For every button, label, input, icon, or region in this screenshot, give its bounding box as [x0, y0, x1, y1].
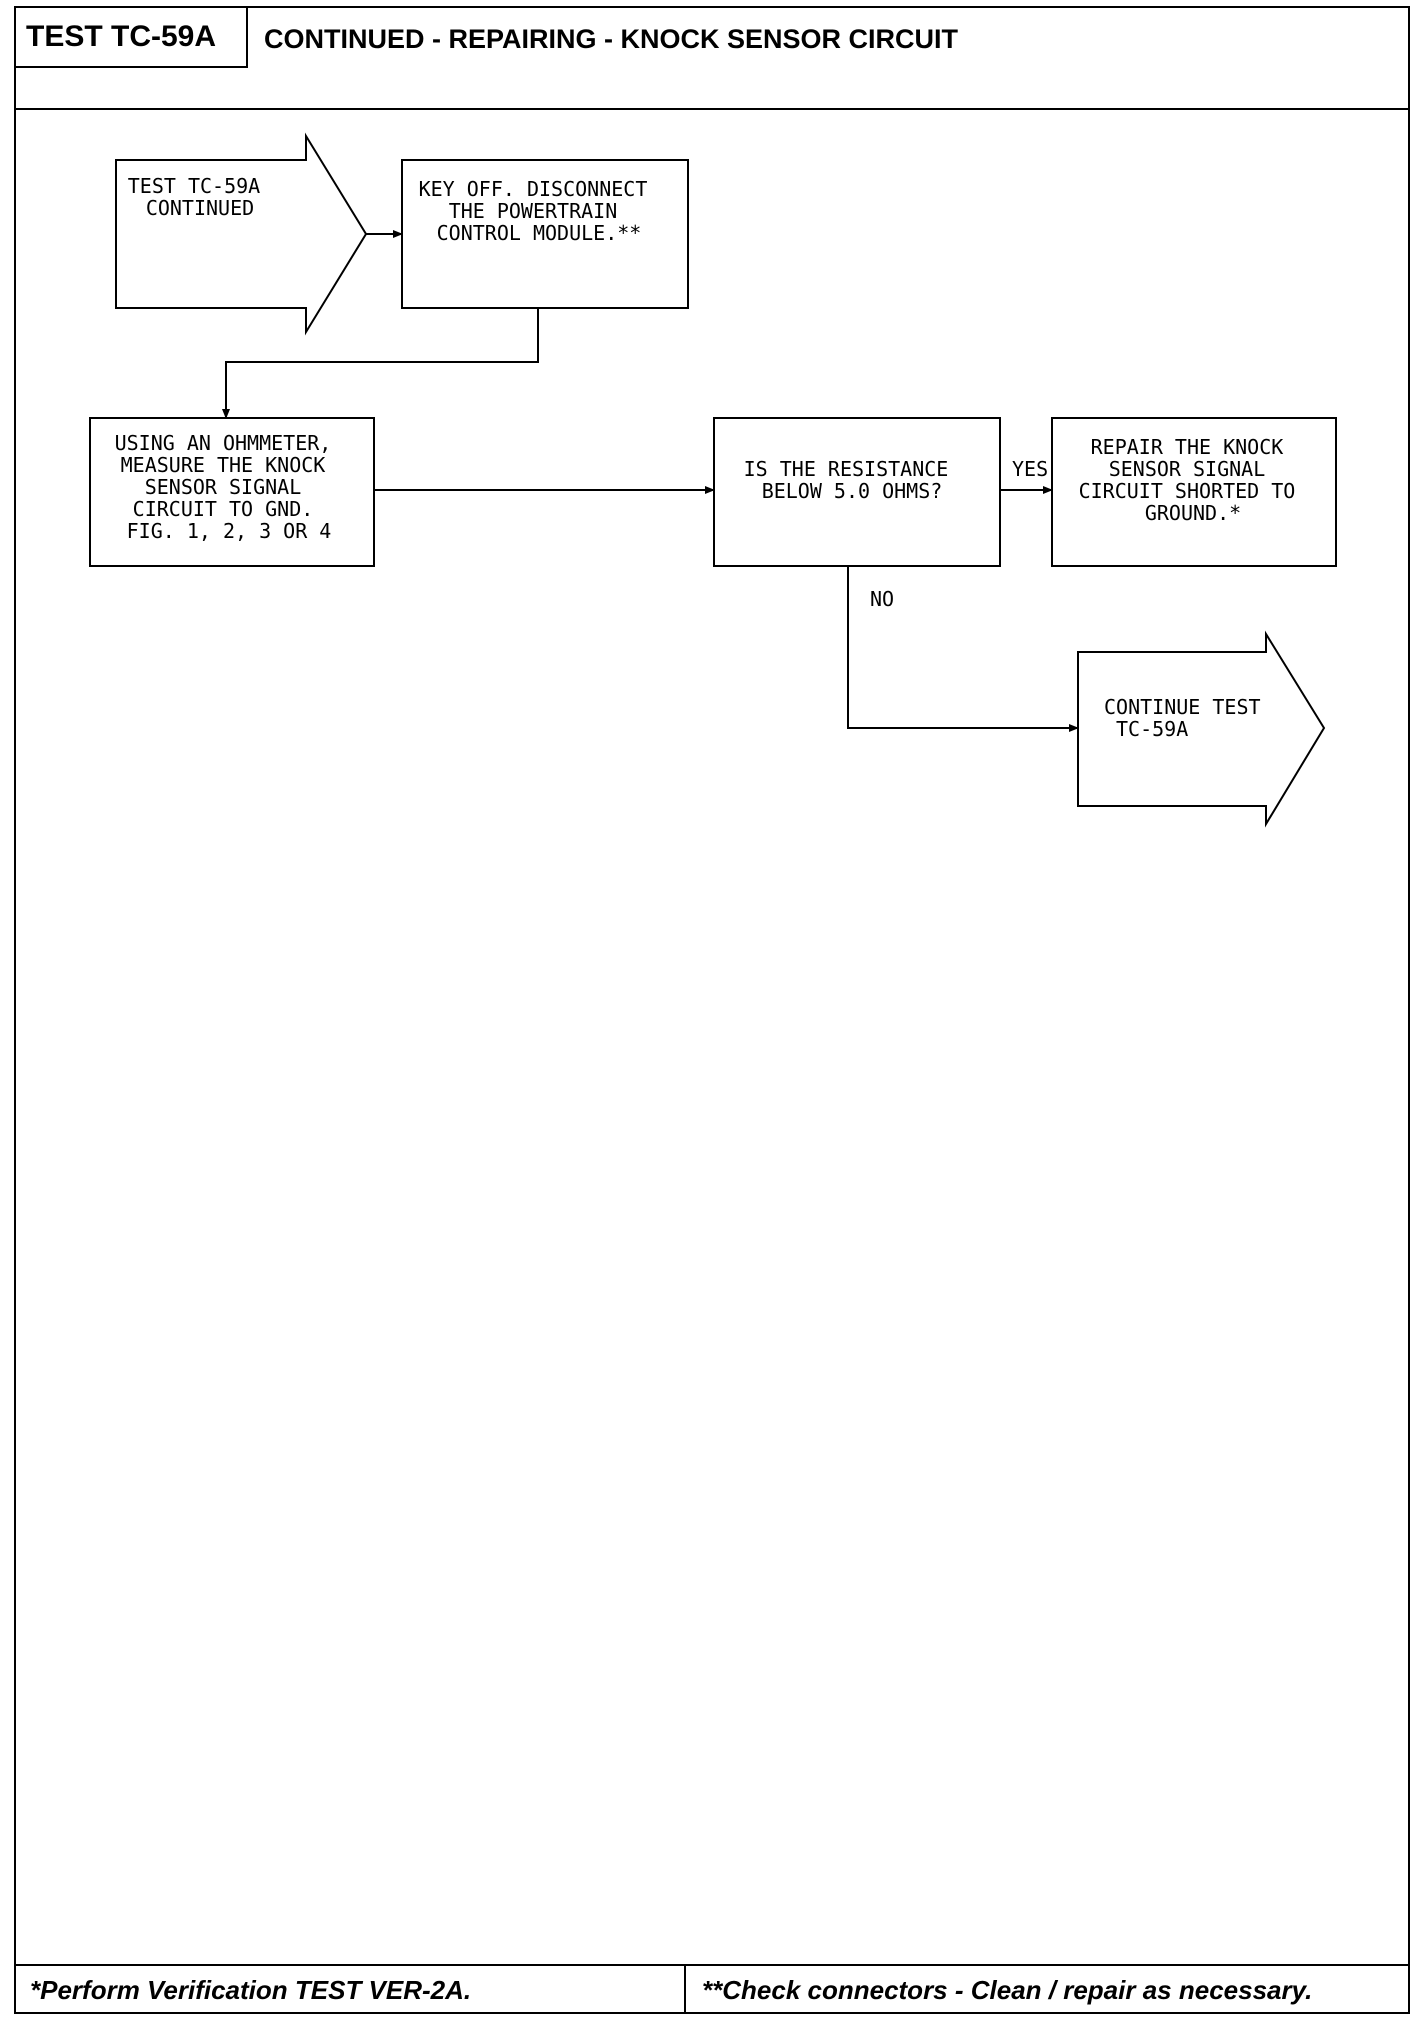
step1-line: CONTROL MODULE.** [437, 221, 642, 245]
step2-line: FIG. 1, 2, 3 OR 4 [127, 519, 332, 543]
resistance-decision-text: IS THE RESISTANCE BELOW 5.0 OHMS? [744, 457, 961, 503]
resistance-decision-box [713, 417, 1001, 567]
repair-line: GROUND.* [1145, 501, 1241, 525]
footer-divider [684, 1964, 686, 2014]
continue-arrow-shape [1077, 630, 1326, 828]
decision-line: IS THE RESISTANCE [744, 457, 949, 481]
page-title: CONTINUED - REPAIRING - KNOCK SENSOR CIR… [264, 24, 959, 54]
footer-bar [14, 1964, 1410, 2014]
step2-line: USING AN OHMMETER, [115, 431, 332, 455]
repair-short-box [1051, 417, 1337, 567]
footer-note-connectors: **Check connectors - Clean / repair as n… [702, 1975, 1313, 2005]
start-line: CONTINUED [146, 196, 254, 220]
continue-line: CONTINUE TEST [1104, 695, 1261, 719]
test-id-box [14, 6, 248, 68]
start-arrow-shape [115, 132, 368, 336]
yes-label: YES [1012, 457, 1048, 481]
step2-line: MEASURE THE KNOCK [121, 453, 326, 477]
step1-line: KEY OFF. DISCONNECT [419, 177, 648, 201]
repair-line: SENSOR SIGNAL [1109, 457, 1266, 481]
step1-line: THE POWERTRAIN [449, 199, 618, 223]
decision-line: BELOW 5.0 OHMS? [762, 479, 943, 503]
footer-note-verification: *Perform Verification TEST VER-2A. [30, 1975, 472, 2005]
connector-no [847, 566, 1079, 732]
repair-short-text: REPAIR THE KNOCK SENSOR SIGNAL CIRCUIT S… [1079, 435, 1308, 525]
no-label: NO [870, 587, 894, 611]
continue-line: TC-59A [1116, 717, 1188, 741]
measure-resistance-box [89, 417, 375, 567]
step2-line: SENSOR SIGNAL [145, 475, 302, 499]
repair-line: REPAIR THE KNOCK [1091, 435, 1284, 459]
repair-line: CIRCUIT SHORTED TO [1079, 479, 1296, 503]
disconnect-pcm-text: KEY OFF. DISCONNECT THE POWERTRAIN CONTR… [419, 177, 660, 245]
continue-text: CONTINUE TEST TC-59A [1104, 695, 1273, 741]
start-line: TEST TC-59A [128, 174, 260, 198]
step2-line: CIRCUIT TO GND. [133, 497, 314, 521]
connector-step1-to-step2 [222, 308, 539, 419]
measure-resistance-text: USING AN OHMMETER, MEASURE THE KNOCK SEN… [115, 431, 344, 543]
test-id: TEST TC-59A [26, 20, 217, 53]
start-text: TEST TC-59A CONTINUED [128, 174, 273, 220]
